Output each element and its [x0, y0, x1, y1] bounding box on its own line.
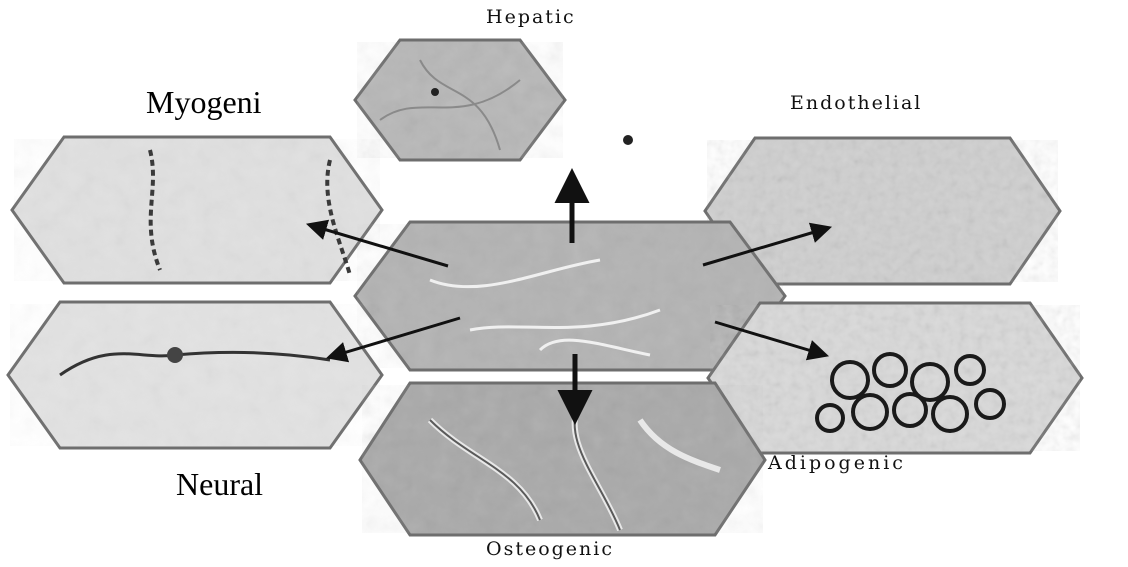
neural-tile	[8, 302, 382, 448]
myogenic-tile	[12, 137, 382, 283]
hepatic-tile	[355, 40, 633, 160]
myogenic-label: Myogeni	[146, 84, 262, 121]
endothelial-label: Endothelial	[790, 92, 922, 114]
osteogenic-label: Osteogenic	[486, 538, 614, 560]
adipogenic-label: Adipogenic	[768, 452, 906, 474]
neural-label: Neural	[176, 466, 263, 503]
hepatic-label: Hepatic	[486, 6, 576, 28]
adipogenic-tile	[708, 303, 1082, 453]
center-tile	[355, 222, 785, 370]
osteogenic-tile	[360, 383, 765, 535]
